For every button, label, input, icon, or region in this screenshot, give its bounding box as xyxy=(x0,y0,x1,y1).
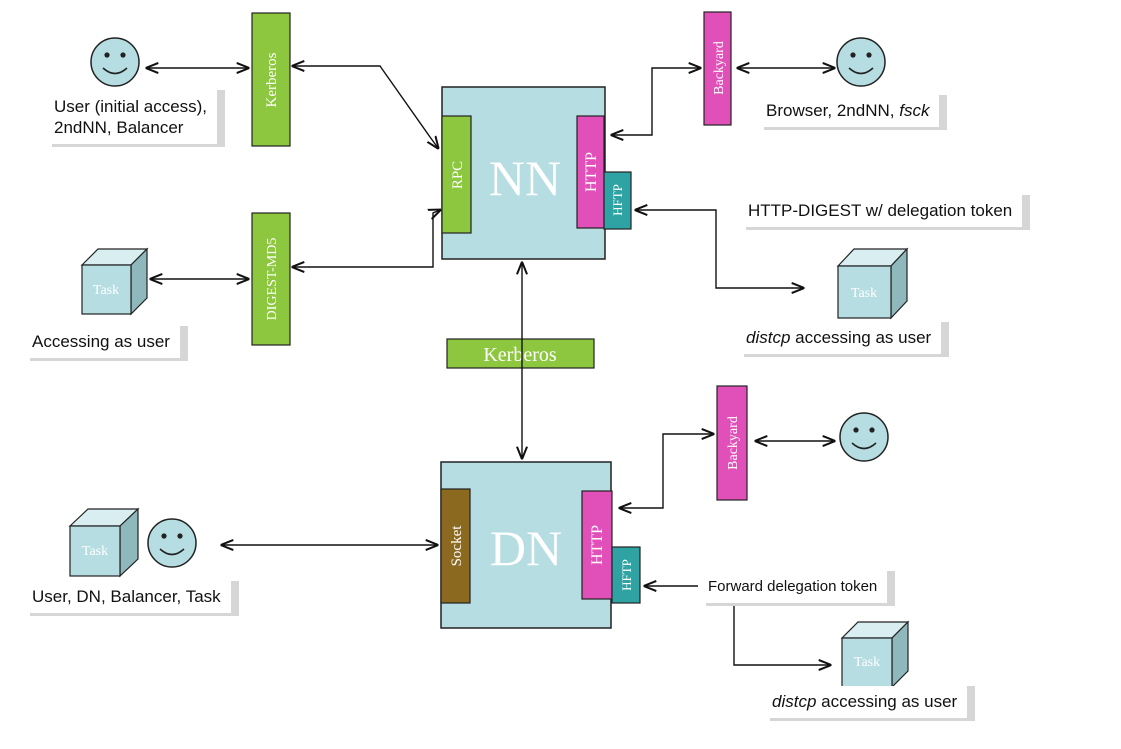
digest-md5-label: DIGEST-MD5 xyxy=(265,238,280,321)
arrow-dn-http-backyard xyxy=(620,434,713,508)
rpc-label: RPC xyxy=(450,161,466,189)
socket-label: Socket xyxy=(449,525,465,567)
kerberos-bar-top-label: Kerberos xyxy=(264,52,280,107)
user-face-bottom-right xyxy=(839,412,889,462)
label-user-dn-balancer-task: User, DN, Balancer, Task xyxy=(22,581,231,613)
label-http-digest: HTTP-DIGEST w/ delegation token xyxy=(738,195,1023,227)
label-forward-token: Forward delegation token xyxy=(698,571,888,603)
nn-hftp-port xyxy=(603,171,632,230)
label-browser: Browser, 2ndNN, fsck xyxy=(756,95,940,127)
user-face-top-left xyxy=(90,37,140,87)
backyard-bar-top xyxy=(703,11,732,126)
label-distcp-dn: distcp accessing as user xyxy=(762,686,968,718)
backyard-top-label: Backyard xyxy=(712,41,727,95)
task-cube-left: Task xyxy=(80,247,149,316)
task-label-left: Task xyxy=(93,283,119,298)
arrow-digest-rpc xyxy=(293,210,440,267)
dn-label: DN xyxy=(490,520,562,576)
label-distcp-nn: distcp accessing as user xyxy=(736,322,942,354)
kerberos-bar-top xyxy=(251,12,291,147)
socket-port xyxy=(440,488,471,604)
arrow-nn-http-backyard xyxy=(612,68,700,135)
user-face-top-right xyxy=(836,37,886,87)
digest-md5-bar xyxy=(251,212,291,346)
dn-http-port xyxy=(581,490,613,600)
task-cube-dn-left: Task xyxy=(68,507,140,578)
task-label-nn-right: Task xyxy=(851,286,877,301)
dn-hftp-port xyxy=(611,546,641,604)
rpc-port xyxy=(441,115,472,234)
nn-http-port xyxy=(576,115,605,229)
backyard-bottom-label: Backyard xyxy=(726,416,741,470)
task-cube-nn-right: Task xyxy=(836,247,909,320)
kerberos-bar-middle-label: Kerberos xyxy=(483,344,557,366)
nn-hftp-label: HFTP xyxy=(610,184,625,216)
label-user-initial: User (initial access), 2ndNN, Balancer xyxy=(44,90,218,144)
arrow-hftp-distcp xyxy=(636,210,803,288)
backyard-bar-bottom xyxy=(716,385,748,501)
task-label-dn-right: Task xyxy=(854,655,880,670)
task-label-dn-left: Task xyxy=(82,544,108,559)
nn-http-label: HTTP xyxy=(583,152,600,192)
nn-label: NN xyxy=(489,150,561,206)
dn-hftp-label: HFTP xyxy=(619,559,634,591)
user-face-bottom-left xyxy=(147,518,197,568)
task-cube-dn-right: Task xyxy=(840,620,910,689)
dn-http-label: HTTP xyxy=(589,525,606,565)
arrow-forward-token-task xyxy=(733,604,830,665)
arrow-kerberos-rpc xyxy=(293,66,438,148)
label-accessing-as-user: Accessing as user xyxy=(22,326,180,358)
